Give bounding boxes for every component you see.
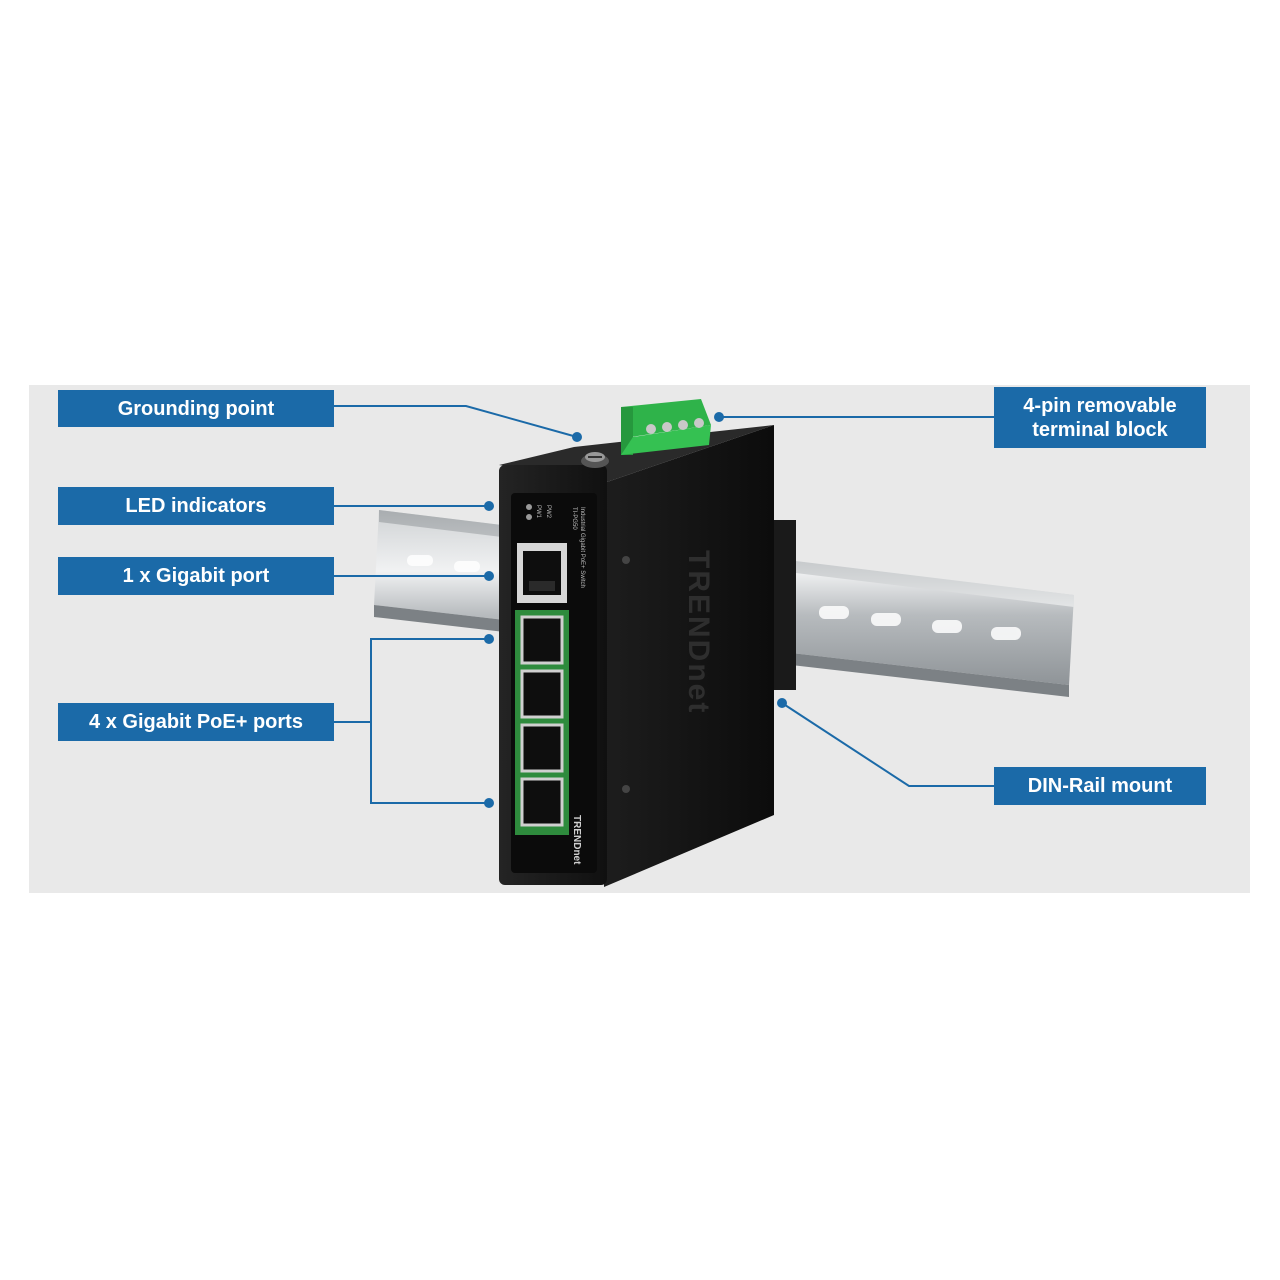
svg-text:TI-PG50: TI-PG50 <box>571 507 577 530</box>
callout-grounding-point: Grounding point <box>58 390 334 427</box>
switch-side <box>604 425 774 887</box>
callout-terminal-label-line2: terminal block <box>1032 418 1168 441</box>
callout-poe-ports: 4 x Gigabit PoE+ ports <box>58 703 334 741</box>
switch-illustration: TRENDnet TRENDnet Industrial Gigabit PoE… <box>374 399 1074 887</box>
svg-text:PW1: PW1 <box>535 505 541 519</box>
callout-gigabit-port: 1 x Gigabit port <box>58 557 334 595</box>
callout-terminal-label-line1: 4-pin removable <box>1023 394 1177 417</box>
svg-text:Industrial Gigabit PoE+ Switch: Industrial Gigabit PoE+ Switch <box>579 507 585 588</box>
svg-text:TRENDnet: TRENDnet <box>571 815 582 865</box>
callout-grounding-label: Grounding point <box>117 397 275 420</box>
grounding-screw <box>581 452 609 468</box>
svg-text:PW2: PW2 <box>545 505 551 519</box>
callout-din-rail-label: DIN-Rail mount <box>1027 775 1173 797</box>
callout-terminal-block: 4-pin removable terminal block <box>994 387 1206 448</box>
callout-poe-label: 4 x Gigabit PoE+ ports <box>89 711 303 733</box>
diagram-panel: TRENDnet TRENDnet Industrial Gigabit PoE… <box>29 385 1250 893</box>
callout-led-indicators: LED indicators <box>58 487 334 525</box>
callout-led-label: LED indicators <box>125 495 267 517</box>
gigabit-port <box>517 543 567 603</box>
poe-ports <box>515 610 569 835</box>
callout-din-rail-mount: DIN-Rail mount <box>994 767 1206 805</box>
callout-gigabit-label: 1 x Gigabit port <box>122 565 270 587</box>
terminal-block <box>621 399 711 455</box>
brand-logo-side: TRENDnet <box>682 550 715 714</box>
